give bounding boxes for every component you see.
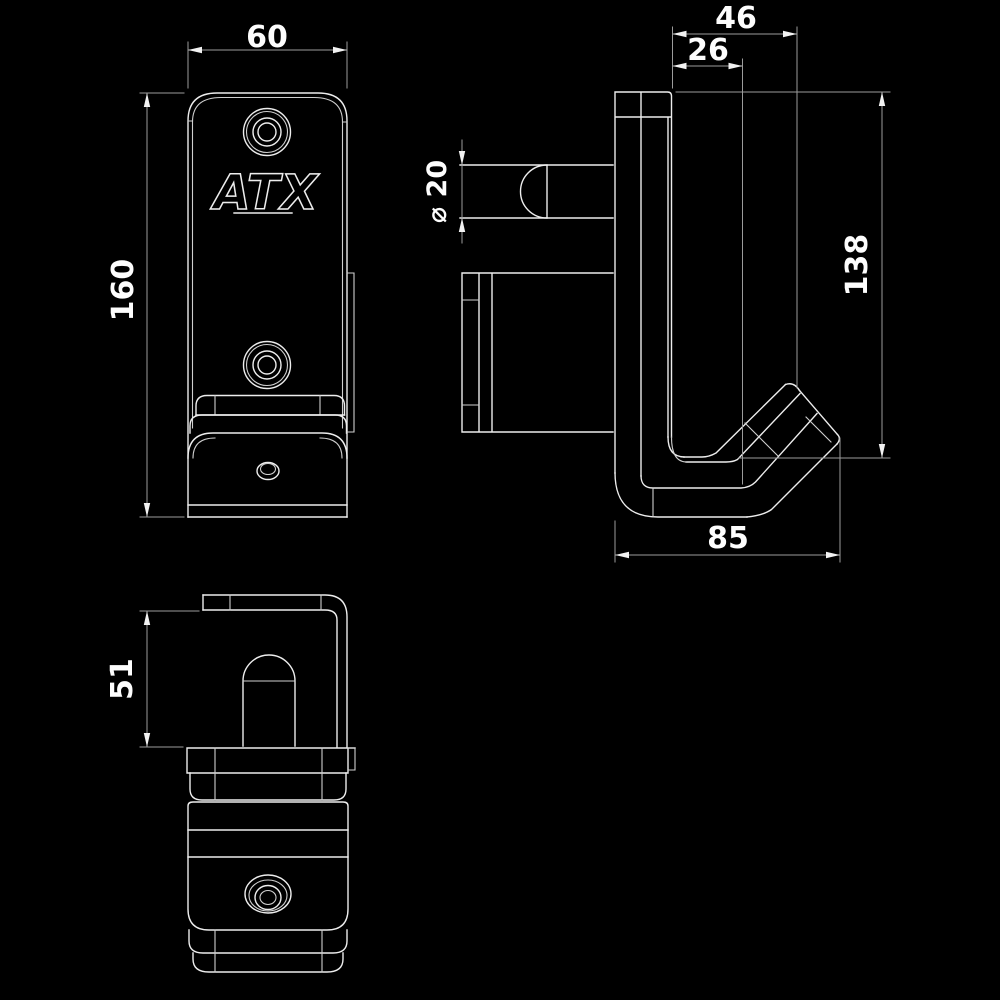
dim-label-front-height: 160 — [106, 259, 141, 322]
top-plate-band — [186, 747, 356, 774]
dim-front-height: 160 — [106, 92, 185, 518]
dim-hook-length: 85 — [614, 437, 841, 563]
dim-label-front-width: 60 — [246, 20, 288, 55]
side-plate — [614, 91, 673, 477]
dim-side-depth-inner: 26 — [672, 33, 743, 485]
top-lower-bands — [188, 929, 348, 973]
dim-label-top-depth: 51 — [105, 658, 140, 700]
dim-label-side-depth-inner: 26 — [687, 33, 729, 68]
side-hook — [614, 383, 841, 518]
side-block — [461, 272, 614, 433]
front-bottom-hole — [242, 340, 292, 390]
dim-label-pin-diameter: ⌀ 20 — [422, 160, 453, 223]
side-pin — [459, 164, 614, 219]
top-bracket — [202, 594, 348, 748]
dim-label-side-depth-outer: 46 — [715, 1, 757, 36]
top-view — [186, 594, 356, 973]
front-plate-inner-edge — [191, 96, 344, 429]
dim-label-hook-length: 85 — [707, 521, 749, 556]
front-plate-outline — [187, 92, 348, 518]
front-view: ATX — [187, 92, 355, 518]
top-pin — [242, 654, 296, 747]
atx-logo-text: ATX — [209, 165, 319, 221]
atx-logo: ATX — [209, 164, 320, 222]
front-hook-bands — [187, 394, 348, 506]
dim-side-depth-outer: 46 — [672, 1, 798, 389]
dim-front-width: 60 — [187, 20, 348, 89]
dim-side-height: 138 — [675, 91, 891, 459]
top-body — [187, 801, 349, 931]
dim-label-side-height: 138 — [840, 234, 875, 297]
dim-top-depth: 51 — [105, 610, 200, 748]
top-mid-band — [189, 772, 347, 801]
front-top-hole — [242, 107, 292, 157]
front-side-strip — [346, 272, 355, 433]
dim-pin-diameter: ⌀ 20 — [422, 139, 466, 244]
side-view — [459, 91, 841, 518]
